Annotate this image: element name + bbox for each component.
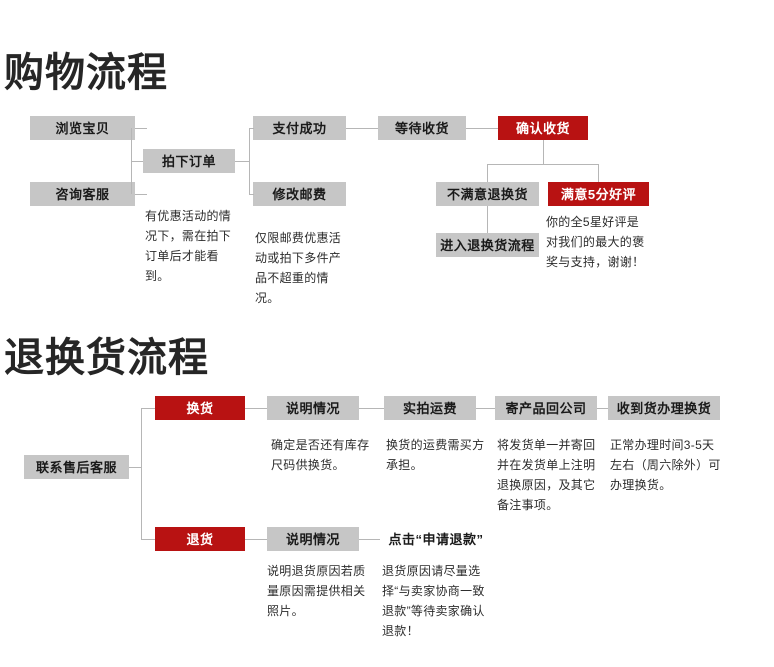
connector-await-to-confirm [466,128,498,129]
node-refund-apply[interactable]: 点击“申请退款” [388,531,484,547]
connector-split-to-dissatisfied [487,164,488,182]
node-satisfied-five-star[interactable]: 满意5分好评 [548,182,649,206]
connector-confirm-split-horizontal [487,164,599,165]
node-exchange-explain[interactable]: 说明情况 [267,396,359,420]
section-title-shopping: 购物流程 [4,50,168,95]
connector-confirm-down [543,140,544,164]
node-browse-product[interactable]: 浏览宝贝 [30,116,135,140]
connector-refund-to-explain [245,539,267,540]
node-contact-aftersales[interactable]: 联系售后客服 [24,455,129,479]
connector-payment-to-await [346,128,378,129]
node-enter-return-process[interactable]: 进入退换货流程 [436,233,539,257]
note-refund-apply: 退货原因请尽量选择“与卖家协商一致退款”等待卖家确认退款！ [382,564,485,638]
node-modify-freight[interactable]: 修改邮费 [253,182,346,206]
node-refund-explain[interactable]: 说明情况 [267,527,359,551]
connector-browse-to-junction [135,128,147,129]
node-dissatisfied-return[interactable]: 不满意退换货 [436,182,539,206]
node-confirm-receipt[interactable]: 确认收货 [498,116,588,140]
node-exchange-ship-back[interactable]: 寄产品回公司 [495,396,597,420]
connector-junction-to-payment [249,128,254,129]
note-satisfied-five-star: 你的全5星好评是对我们的最大的褒奖与支持，谢谢！ [546,215,645,269]
node-exchange-freight[interactable]: 实拍运费 [384,396,476,420]
connector-aftersales-junction-vertical [141,408,142,539]
note-exchange-freight: 换货的运费需买方承担。 [386,438,485,472]
section-title-return: 退换货流程 [4,335,209,380]
note-exchange-receive: 正常办理时间3-5天左右（周六除外）可办理换货。 [610,438,721,492]
connector-aftersales-to-junction [129,467,141,468]
connector-junction-to-refund [141,539,155,540]
connector-junction-to-place-order [131,161,143,162]
note-place-order: 有优惠活动的情况下，需在拍下订单后才能看到。 [145,209,232,283]
node-exchange[interactable]: 换货 [155,396,245,420]
connector-place-order-to-junction [235,161,249,162]
connector-explain-to-apply [359,539,380,540]
node-await-receipt[interactable]: 等待收货 [378,116,466,140]
connector-exchange-to-explain [245,408,267,409]
note-refund-explain: 说明退货原因若质量原因需提供相关照片。 [267,564,366,618]
connector-contact-to-junction [135,194,147,195]
node-exchange-receive[interactable]: 收到货办理换货 [608,396,720,420]
connector-junction-to-exchange [141,408,155,409]
connector-junction-to-freight [249,194,254,195]
connector-freight-to-shipback [476,408,495,409]
connector-split-to-satisfied [598,164,599,182]
note-modify-freight: 仅限邮费优惠活动或拍下多件产品不超重的情况。 [255,231,342,305]
note-exchange-explain: 确定是否还有库存尺码供换货。 [271,438,370,472]
node-place-order[interactable]: 拍下订单 [143,149,235,173]
connector-explain-to-freight [359,408,384,409]
connector-dissatisfied-to-enter-process [487,206,488,233]
node-payment-success[interactable]: 支付成功 [253,116,346,140]
node-refund[interactable]: 退货 [155,527,245,551]
connector-shipback-to-receive [597,408,608,409]
note-exchange-ship-back: 将发货单一并寄回并在发货单上注明退换原因，及其它备注事项。 [497,438,596,512]
node-contact-service[interactable]: 咨询客服 [30,182,135,206]
connector-right-junction-vertical [249,128,250,194]
